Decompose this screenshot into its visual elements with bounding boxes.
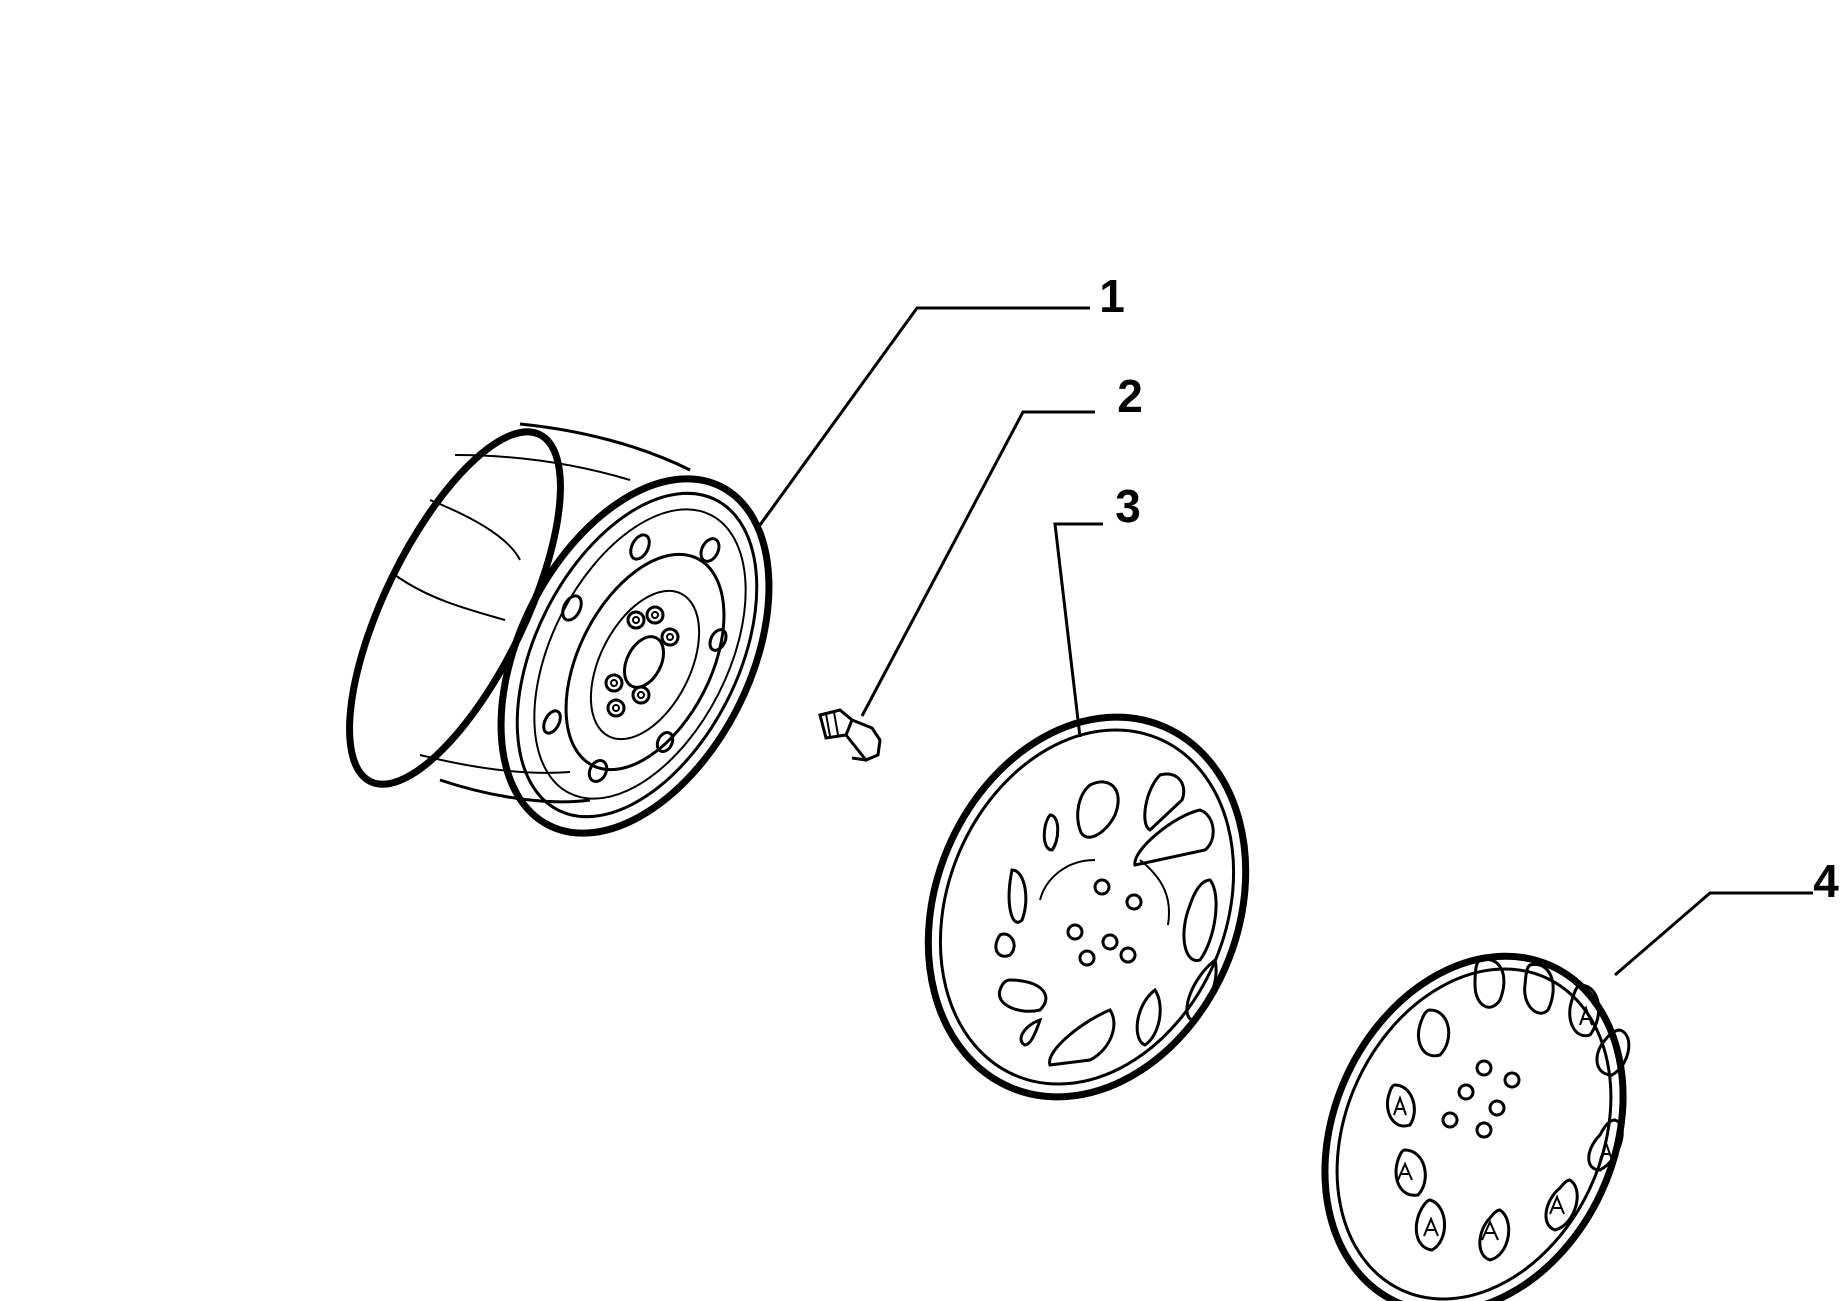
leader-line-1: [758, 306, 1090, 526]
leader-line-3: [1053, 522, 1103, 738]
steel-wheel-rim: [346, 422, 773, 837]
callout-number-4: 4: [1813, 855, 1839, 907]
wheel-bolt: [818, 708, 882, 762]
leader-lines: [758, 306, 1813, 977]
callout-number-3: 3: [1115, 480, 1141, 532]
callout-number-1: 1: [1099, 270, 1125, 322]
callout-number-2: 2: [1117, 370, 1143, 422]
leader-line-2: [860, 410, 1095, 717]
hub-cap-3: [924, 713, 1250, 1101]
hub-cap-4: [1321, 952, 1631, 1301]
leader-line-4: [1614, 891, 1813, 977]
